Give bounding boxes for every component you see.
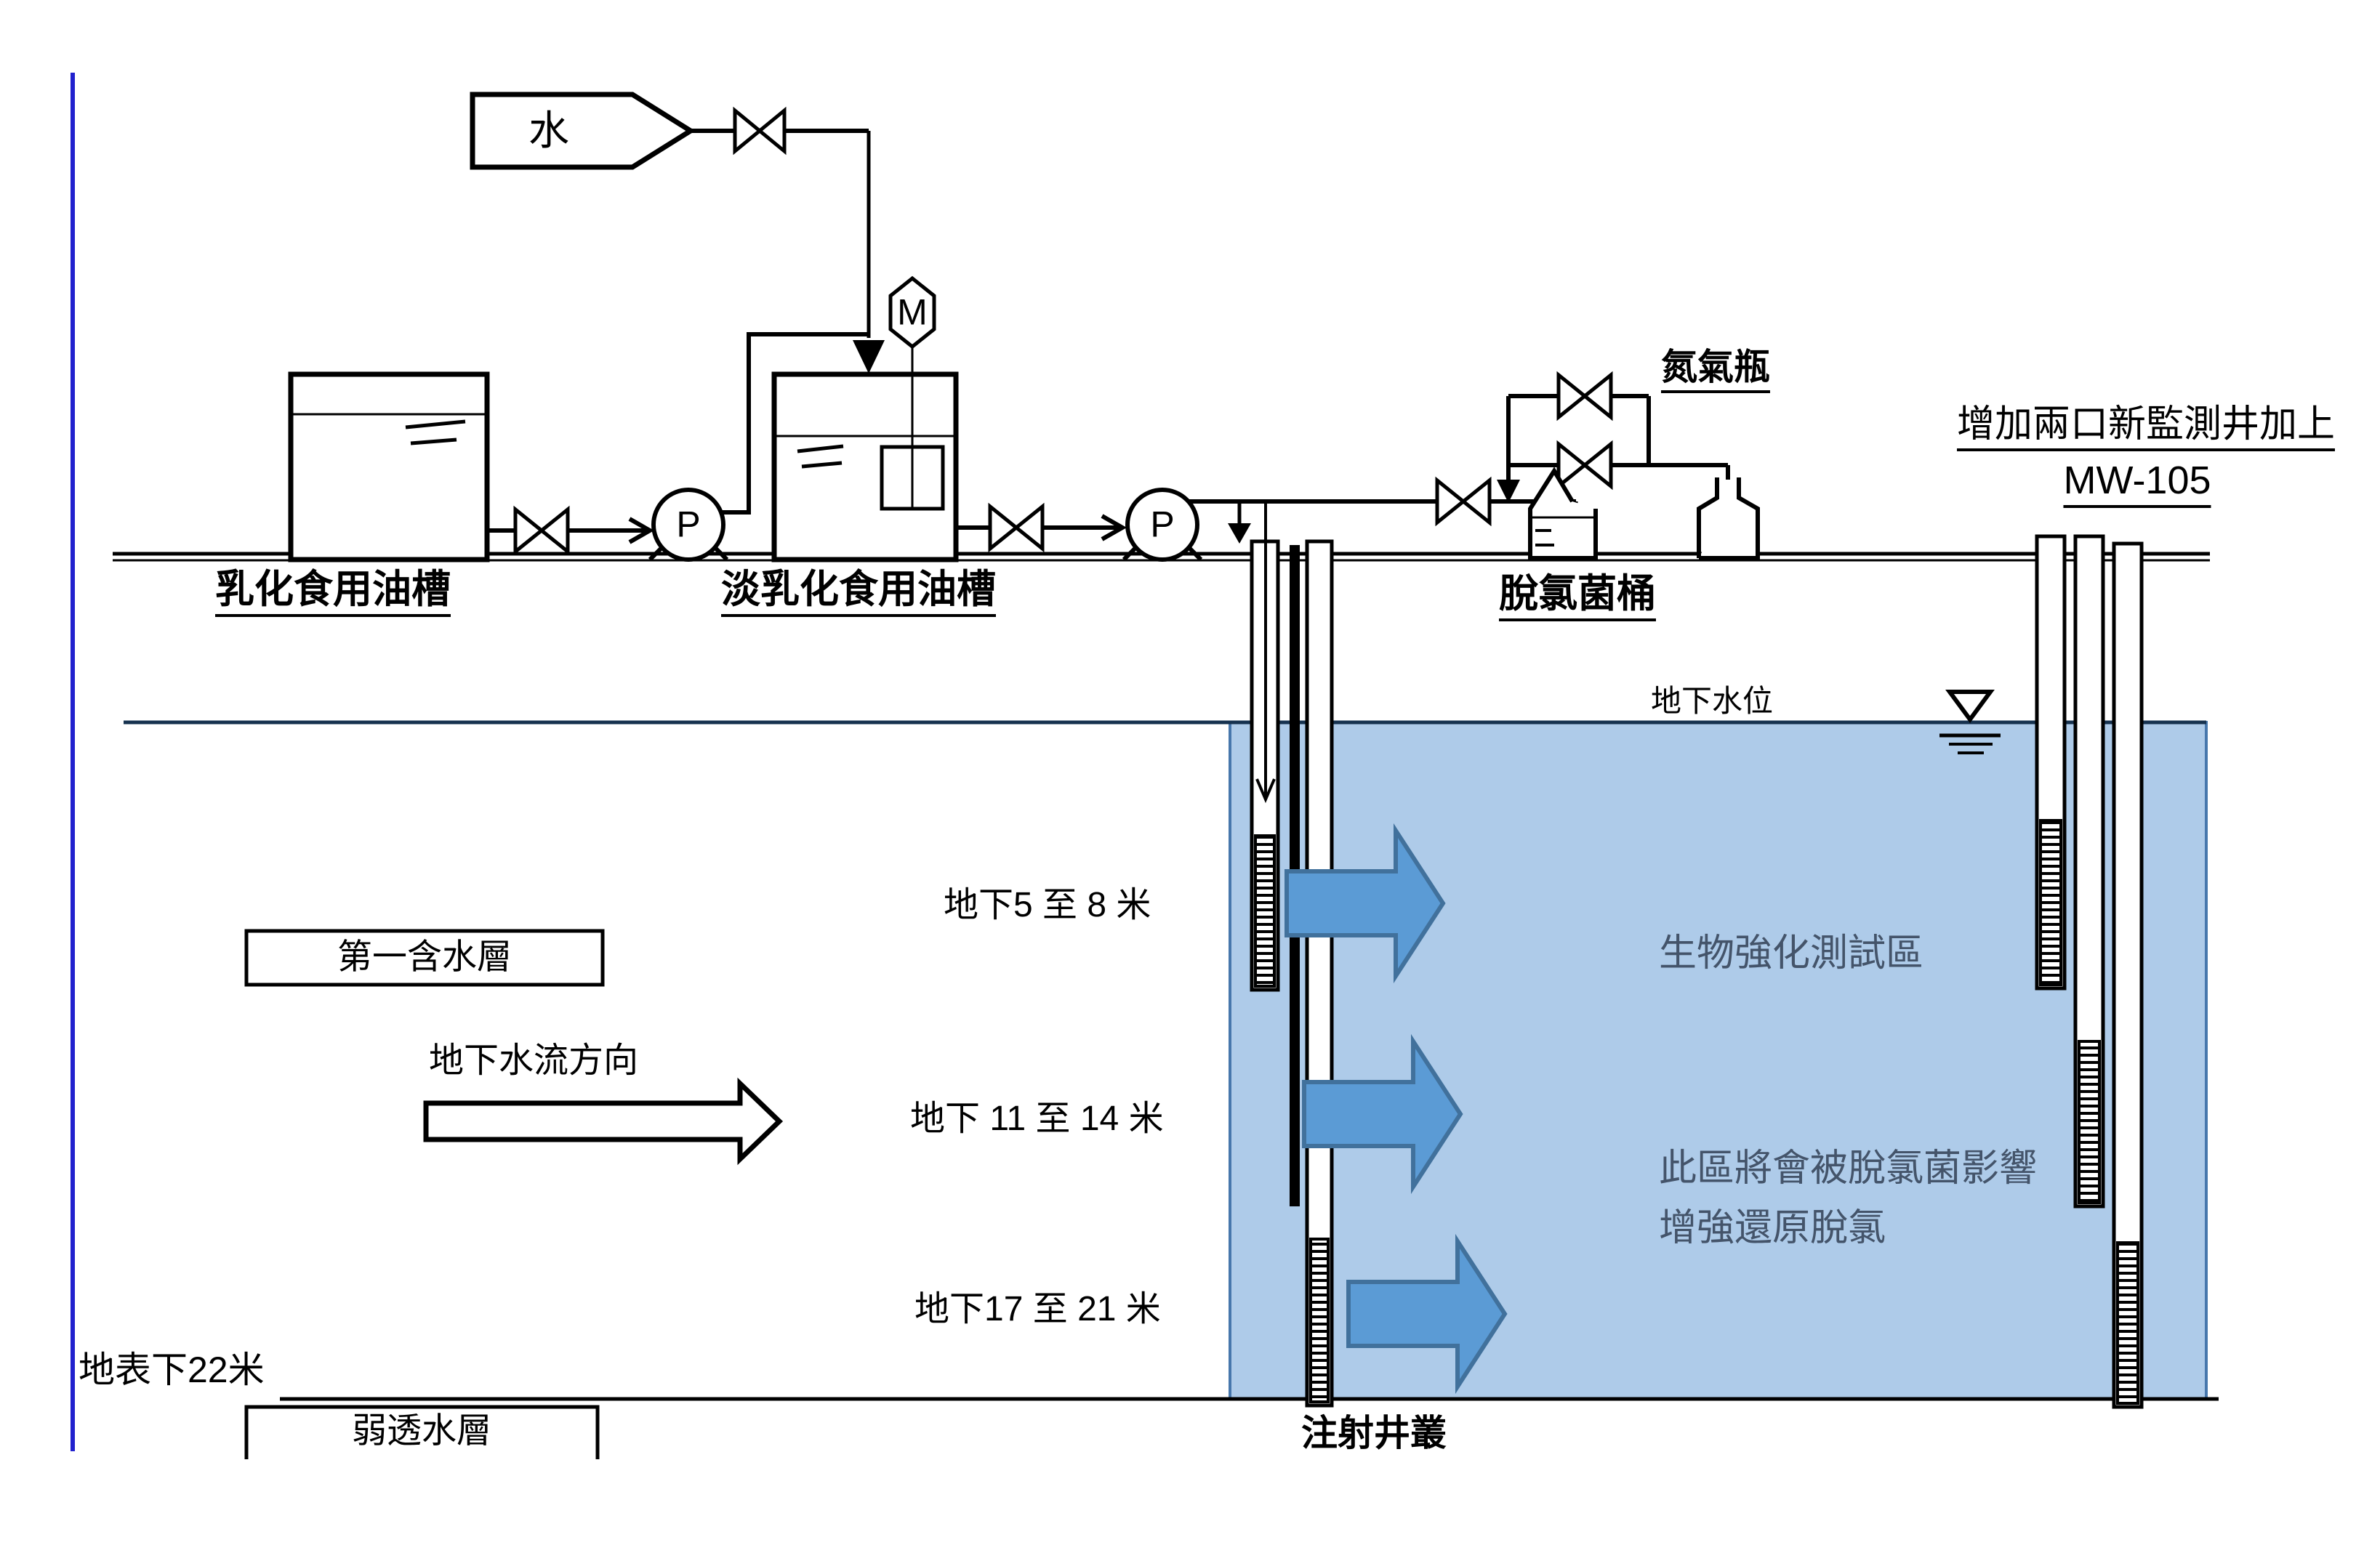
depth-zone-1-label: 地下5 至 8 米 [944,886,1151,924]
dechlor-barrel-label: 脫氯菌桶 [1499,572,1656,622]
injection-cluster-label: 注射井叢 [1301,1413,1447,1453]
pump1-label: P [676,504,701,545]
tank-right-label: 淡乳化食用油槽 [721,568,996,618]
tank2-outlet-valve-icon [988,502,1045,553]
depth-bottom-label: 地表下22米 [79,1350,265,1390]
water-table-label: 地下水位 [1651,684,1774,718]
diluted-emulsified-oil-tank [771,347,959,562]
aquifer-label-box [244,929,605,987]
tank-left-label: 乳化食用油槽 [215,568,451,618]
test-zone-title: 生物強化測試區 [1659,932,1924,975]
nitrogen-top-valve-icon [1556,371,1613,421]
test-zone-note-line1: 此區將會被脫氯菌影響 [1659,1147,2038,1190]
nitrogen-bottle-label: 氮氣瓶 [1661,347,1770,393]
flow-arrowheads [853,340,1588,555]
injection-flow-arrows [1285,823,1508,1395]
aquitard-box-label: 弱透水層 [351,1411,492,1451]
water-table-symbol-icon [1939,690,2001,754]
pump2-label: P [1150,504,1175,545]
depth-zone-2-label: 地下 11 至 14 米 [910,1100,1164,1138]
monitoring-note-line1: 增加兩口新監測井加上 [1956,403,2336,452]
piping [487,129,1730,544]
water-valve-icon [733,106,787,156]
test-zone-note-line2: 增強還原脫氯 [1659,1207,1886,1249]
depth-zone-3-label: 地下17 至 21 米 [914,1290,1161,1328]
aquifer-box-label: 第一含水層 [337,937,512,977]
valves [513,106,1613,556]
water-source-label: 水 [528,108,569,154]
monitoring-note-line2: MW-105 [2063,459,2211,509]
injection-line-valve-icon [1435,476,1492,527]
tank1-outlet-valve-icon [513,505,570,556]
dechlor-barrel [1528,467,1598,560]
injection-well-cluster [1250,501,1334,1408]
emulsified-oil-tank [288,371,490,562]
motor-label: M [897,291,928,333]
aquitard-label-box [244,1405,600,1459]
motor-symbol [888,275,936,350]
pump-1 [648,488,729,562]
nitrogen-bottle-shape [1697,477,1760,560]
flow-direction-label: 地下水流方向 [429,1041,639,1080]
water-source-flag [470,92,696,170]
pump-2 [1122,488,1203,562]
groundwater-flow-arrow [423,1077,784,1166]
monitoring-wells [2035,534,2144,1409]
nitrogen-bottom-valve-icon [1556,440,1613,491]
